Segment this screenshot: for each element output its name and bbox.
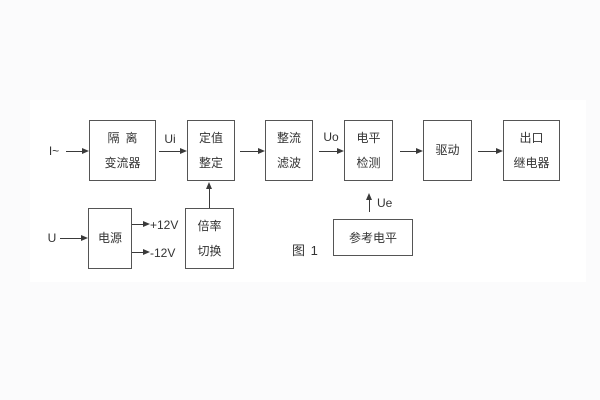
label-plus12v: +12V (150, 218, 179, 232)
label-input-current: I~ (48, 144, 60, 158)
arrow-input-current-icon (66, 148, 89, 154)
block-setpoint-adjust: 定值 整定 (187, 120, 235, 181)
arrow-rectifier-to-level-icon (319, 148, 344, 154)
arrow-level-to-driver-icon (400, 148, 423, 154)
arrow-minus12v-icon (132, 249, 150, 255)
block-driver-line1: 驱动 (435, 143, 460, 157)
arrow-plus12v-icon (132, 221, 150, 227)
arrow-input-voltage-icon (60, 235, 88, 241)
block-rectifier-filter: 整流 滤波 (265, 120, 313, 181)
block-ratio-switch: 倍率 切换 (185, 208, 234, 269)
block-setpoint-line2: 整定 (198, 155, 223, 170)
label-ui: Ui (164, 132, 176, 146)
block-driver: 驱动 (423, 120, 472, 181)
block-power-line1: 电源 (97, 231, 122, 245)
block-setpoint-line1: 定值 (198, 130, 223, 145)
block-rectifier-line1: 整流 (276, 130, 301, 145)
block-reference-line1: 参考电平 (348, 230, 397, 245)
block-relay-line2: 继电器 (513, 155, 550, 170)
label-uo: Uo (323, 130, 339, 144)
block-isolation-transformer: 隔 离 变流器 (89, 120, 156, 181)
arrow-isolation-to-setting-icon (159, 148, 187, 154)
block-rectifier-line2: 滤波 (276, 155, 301, 170)
label-minus12v: -12V (150, 246, 176, 260)
block-level-line1: 电平 (356, 130, 381, 145)
block-output-relay: 出口 继电器 (503, 120, 560, 181)
label-input-voltage: U (47, 231, 57, 245)
block-level-line2: 检测 (356, 155, 381, 170)
block-level-detect: 电平 检测 (344, 120, 393, 181)
block-power-supply: 电源 (88, 208, 132, 269)
block-relay-line1: 出口 (519, 130, 544, 145)
label-ue: Ue (377, 196, 393, 210)
block-ratio-line2: 切换 (197, 243, 222, 258)
arrow-driver-to-relay-icon (478, 148, 503, 154)
block-ratio-line1: 倍率 (197, 218, 222, 233)
block-isolation-line2: 变流器 (104, 155, 141, 170)
arrow-reference-to-level-icon (366, 193, 372, 212)
block-reference-level: 参考电平 (333, 219, 413, 256)
block-isolation-line1: 隔 离 (107, 130, 138, 145)
arrow-setting-to-rectifier-icon (240, 148, 265, 154)
figure-caption: 图 1 (292, 243, 319, 258)
arrow-ratio-to-setting-icon (206, 182, 212, 208)
